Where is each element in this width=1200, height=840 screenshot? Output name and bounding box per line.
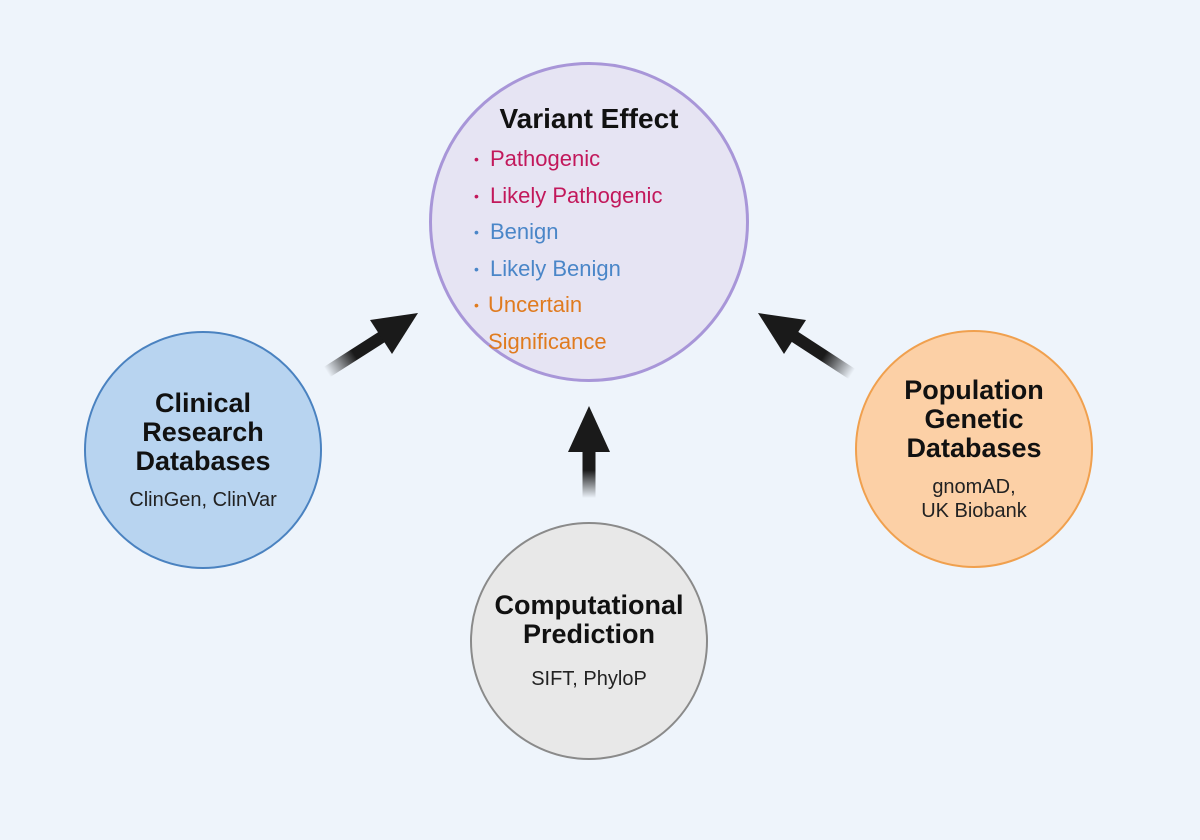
effect-item-uncertain-significance: • Uncertain Significance [474, 287, 704, 360]
effect-label: Likely Pathogenic [490, 182, 663, 208]
bullet-icon: • [474, 260, 479, 277]
bullet-icon: • [474, 224, 479, 240]
effect-label: Uncertain [488, 292, 583, 317]
clinical-research-databases-examples: ClinGen, ClinVar [129, 488, 277, 511]
effect-item-benign: • Benign [474, 214, 704, 251]
variant-effect-list: • Pathogenic • Likely Pathogenic • Benig… [474, 141, 704, 360]
computational-prediction-title: Computational Prediction [494, 590, 684, 649]
bullet-icon: • [474, 297, 479, 313]
effect-label: Pathogenic [490, 146, 601, 171]
arrow-left-to-center [323, 313, 418, 378]
effect-label: Likely Benign [490, 255, 621, 281]
population-genetic-databases-examples: gnomAD, UK Biobank [921, 475, 1027, 522]
variant-effect-circle: Variant Effect • Pathogenic • Likely Pat… [429, 62, 749, 382]
clinical-research-databases-title: Clinical Research Databases [135, 387, 271, 476]
effect-label: Benign [490, 219, 559, 244]
clinical-research-databases-circle: Clinical Research Databases ClinGen, Cli… [84, 331, 322, 569]
bullet-icon: • [474, 187, 479, 204]
effect-item-pathogenic: • Pathogenic [474, 141, 704, 178]
arrow-bottom-to-center [568, 406, 610, 498]
bullet-icon: • [474, 151, 479, 167]
effect-label-continued: Significance [488, 328, 607, 354]
population-genetic-databases-circle: Population Genetic Databases gnomAD, UK … [855, 330, 1093, 568]
computational-prediction-examples: SIFT, PhyloP [531, 668, 647, 690]
population-genetic-databases-title: Population Genetic Databases [904, 374, 1044, 463]
effect-item-likely-benign: • Likely Benign [474, 251, 704, 288]
variant-effect-title: Variant Effect [499, 103, 679, 134]
arrow-right-to-center [758, 313, 856, 380]
effect-item-likely-pathogenic: • Likely Pathogenic [474, 178, 704, 215]
computational-prediction-circle: Computational Prediction SIFT, PhyloP [470, 522, 708, 760]
